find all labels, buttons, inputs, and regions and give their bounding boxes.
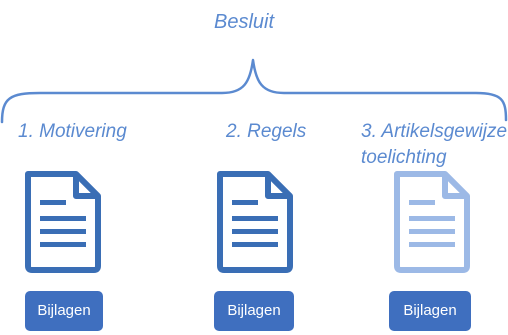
item-label-toelichting: toelichting <box>361 147 447 168</box>
document-icon <box>25 171 101 273</box>
bijlagen-button-regels[interactable]: Bijlagen <box>214 291 294 331</box>
item-label-regels: 2. Regels <box>226 121 307 142</box>
item-label-motivering: 1. Motivering <box>18 121 127 142</box>
bijlagen-button-motivering[interactable]: Bijlagen <box>25 291 103 331</box>
document-icon <box>217 171 293 273</box>
document-icon <box>394 171 470 273</box>
item-label-artikelsgewijze: 3. Artikelsgewijze <box>361 121 508 142</box>
diagram-title: Besluit <box>214 11 275 33</box>
bijlagen-button-toelichting[interactable]: Bijlagen <box>389 291 471 331</box>
